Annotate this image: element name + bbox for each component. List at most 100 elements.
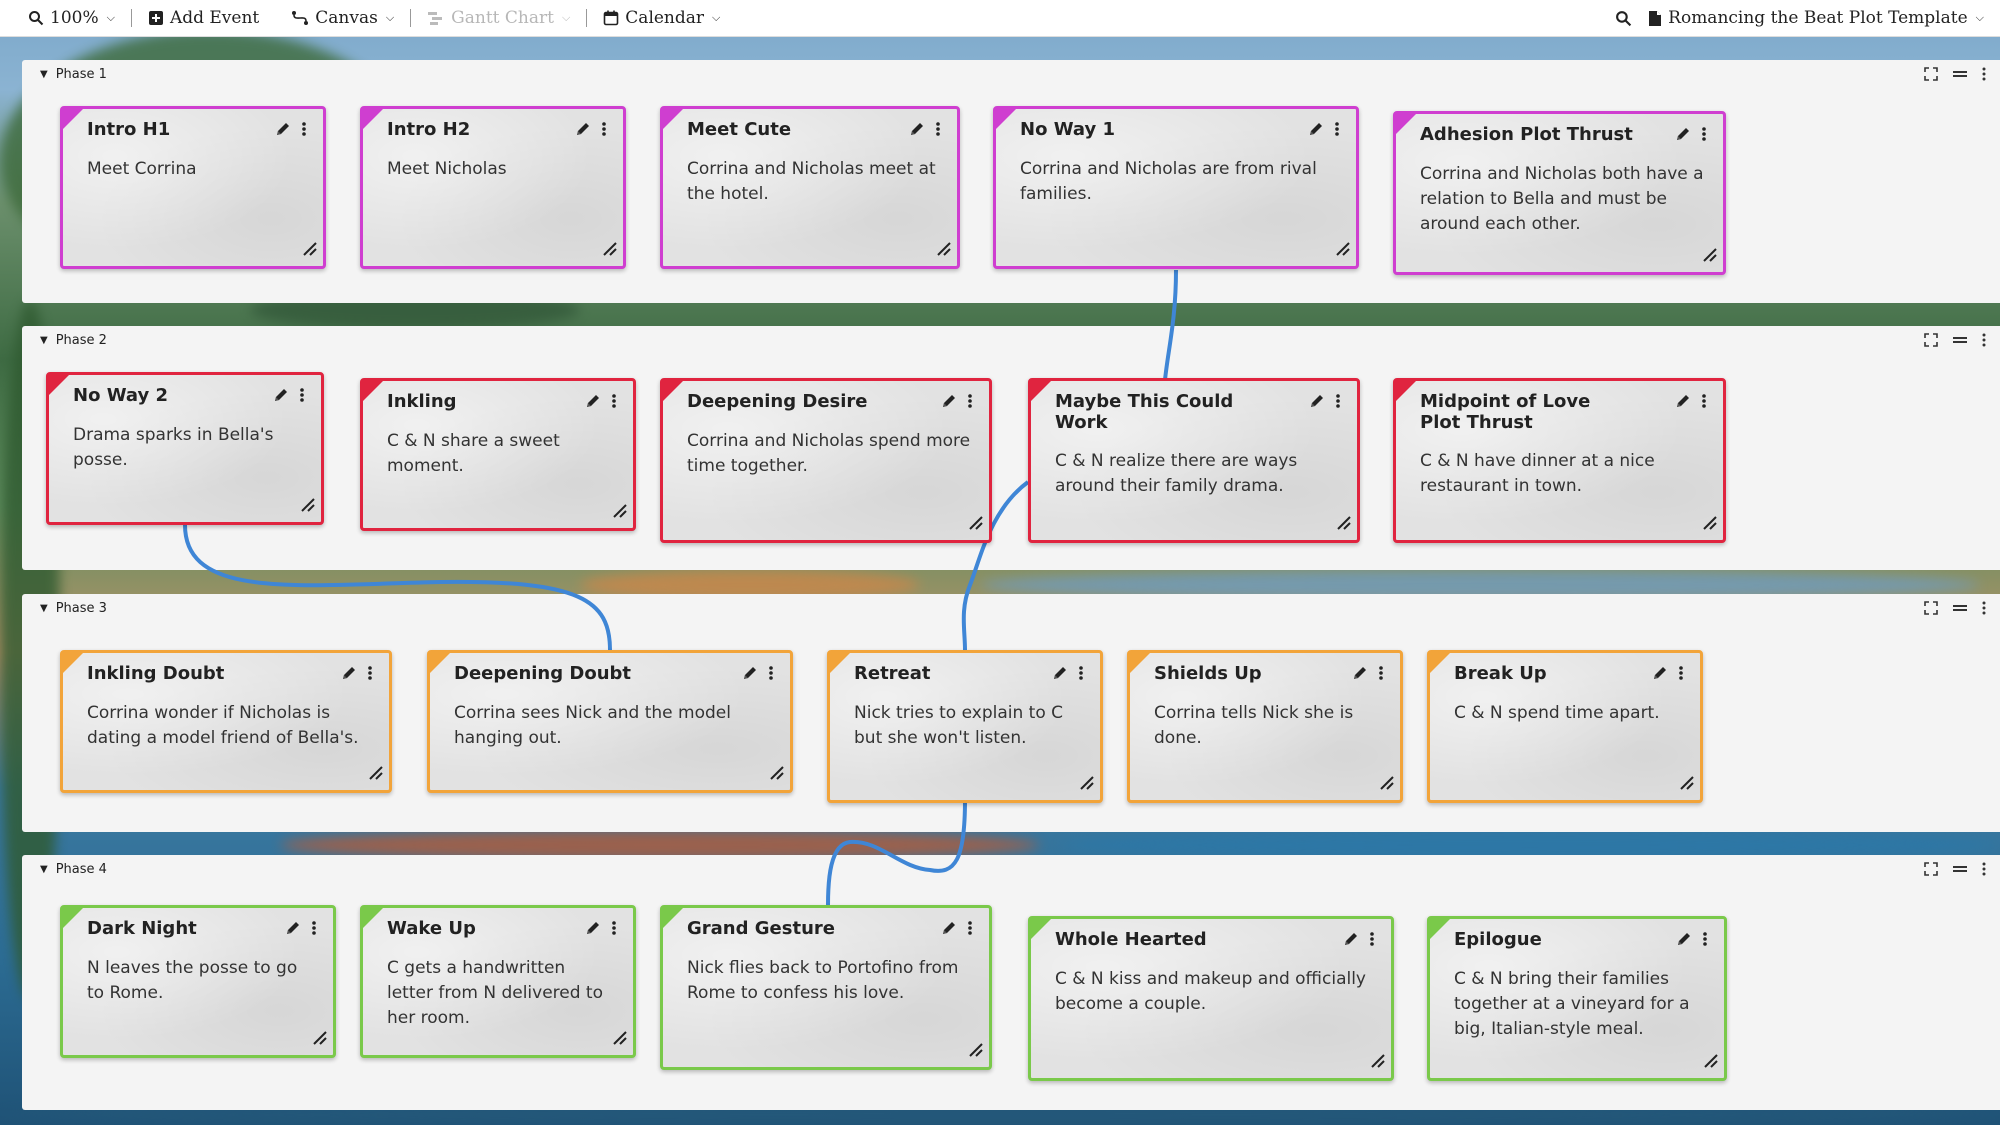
more-vertical-icon[interactable] (1334, 121, 1340, 137)
fullscreen-icon[interactable] (1924, 333, 1938, 347)
more-vertical-icon[interactable] (1982, 862, 1986, 876)
pencil-icon[interactable] (585, 920, 601, 936)
resize-handle-icon[interactable] (1078, 774, 1094, 790)
collapse-lines-icon[interactable] (1952, 335, 1968, 345)
resize-handle-icon[interactable] (1335, 514, 1351, 530)
gantt-chart-menu[interactable]: Gantt Chart ⌵ (421, 8, 576, 28)
more-vertical-icon[interactable] (601, 121, 607, 137)
pencil-icon[interactable] (1676, 931, 1692, 947)
more-vertical-icon[interactable] (367, 665, 373, 681)
phase-toggle[interactable]: ▼Phase 2 (40, 333, 107, 348)
resize-handle-icon[interactable] (1702, 1052, 1718, 1068)
more-vertical-icon[interactable] (1982, 333, 1986, 347)
pencil-icon[interactable] (742, 665, 758, 681)
fullscreen-icon[interactable] (1924, 601, 1938, 615)
more-vertical-icon[interactable] (1078, 665, 1084, 681)
more-vertical-icon[interactable] (1702, 931, 1708, 947)
calendar-menu[interactable]: Calendar ⌵ (597, 8, 726, 28)
resize-handle-icon[interactable] (611, 502, 627, 518)
pencil-icon[interactable] (1309, 393, 1325, 409)
resize-handle-icon[interactable] (935, 240, 951, 256)
more-vertical-icon[interactable] (301, 121, 307, 137)
zoom-control[interactable]: 100% ⌵ (22, 8, 121, 28)
more-vertical-icon[interactable] (1378, 665, 1384, 681)
pencil-icon[interactable] (575, 121, 591, 137)
resize-handle-icon[interactable] (367, 764, 383, 780)
more-vertical-icon[interactable] (1982, 67, 1986, 81)
fullscreen-icon[interactable] (1924, 862, 1938, 876)
resize-handle-icon[interactable] (1378, 774, 1394, 790)
canvas-menu[interactable]: Canvas ⌵ (285, 8, 400, 28)
collapse-lines-icon[interactable] (1952, 603, 1968, 613)
pencil-icon[interactable] (909, 121, 925, 137)
collapse-lines-icon[interactable] (1952, 69, 1968, 79)
more-vertical-icon[interactable] (1701, 126, 1707, 142)
resize-handle-icon[interactable] (1701, 246, 1717, 262)
pencil-icon[interactable] (941, 920, 957, 936)
more-vertical-icon[interactable] (611, 393, 617, 409)
more-vertical-icon[interactable] (967, 393, 973, 409)
phase-toggle[interactable]: ▼Phase 3 (40, 601, 107, 616)
pencil-icon[interactable] (1343, 931, 1359, 947)
document-selector[interactable]: Romancing the Beat Plot Template ⌵ (1648, 8, 1984, 28)
resize-handle-icon[interactable] (967, 1041, 983, 1057)
more-vertical-icon[interactable] (311, 920, 317, 936)
pencil-icon[interactable] (585, 393, 601, 409)
pencil-icon[interactable] (273, 387, 289, 403)
resize-handle-icon[interactable] (601, 240, 617, 256)
pencil-icon[interactable] (941, 393, 957, 409)
pencil-icon[interactable] (1675, 126, 1691, 142)
resize-handle-icon[interactable] (301, 240, 317, 256)
pencil-icon[interactable] (1052, 665, 1068, 681)
resize-handle-icon[interactable] (1334, 240, 1350, 256)
more-vertical-icon[interactable] (1982, 601, 1986, 615)
more-vertical-icon[interactable] (1678, 665, 1684, 681)
pencil-icon[interactable] (1675, 393, 1691, 409)
resize-handle-icon[interactable] (299, 496, 315, 512)
more-vertical-icon[interactable] (1369, 931, 1375, 947)
pencil-icon[interactable] (275, 121, 291, 137)
collapse-lines-icon[interactable] (1952, 864, 1968, 874)
more-vertical-icon[interactable] (299, 387, 305, 403)
phase-toggle[interactable]: ▼Phase 4 (40, 862, 107, 877)
search-icon[interactable] (1615, 10, 1632, 27)
pencil-icon[interactable] (1308, 121, 1324, 137)
more-vertical-icon[interactable] (768, 665, 774, 681)
resize-handle-icon[interactable] (611, 1029, 627, 1045)
more-vertical-icon[interactable] (611, 920, 617, 936)
fullscreen-icon[interactable] (1924, 67, 1938, 81)
resize-handle-icon[interactable] (1701, 514, 1717, 530)
add-event-button[interactable]: Add Event (142, 8, 265, 28)
resize-handle-icon[interactable] (967, 514, 983, 530)
resize-handle-icon[interactable] (1678, 774, 1694, 790)
pencil-icon[interactable] (285, 920, 301, 936)
pencil-icon[interactable] (341, 665, 357, 681)
more-vertical-icon[interactable] (1335, 393, 1341, 409)
resize-handle-icon[interactable] (311, 1029, 327, 1045)
more-vertical-icon[interactable] (935, 121, 941, 137)
pencil-icon[interactable] (1652, 665, 1668, 681)
resize-handle-icon[interactable] (768, 764, 784, 780)
resize-handle-icon[interactable] (1369, 1052, 1385, 1068)
more-vertical-icon[interactable] (1701, 393, 1707, 409)
more-vertical-icon[interactable] (967, 920, 973, 936)
